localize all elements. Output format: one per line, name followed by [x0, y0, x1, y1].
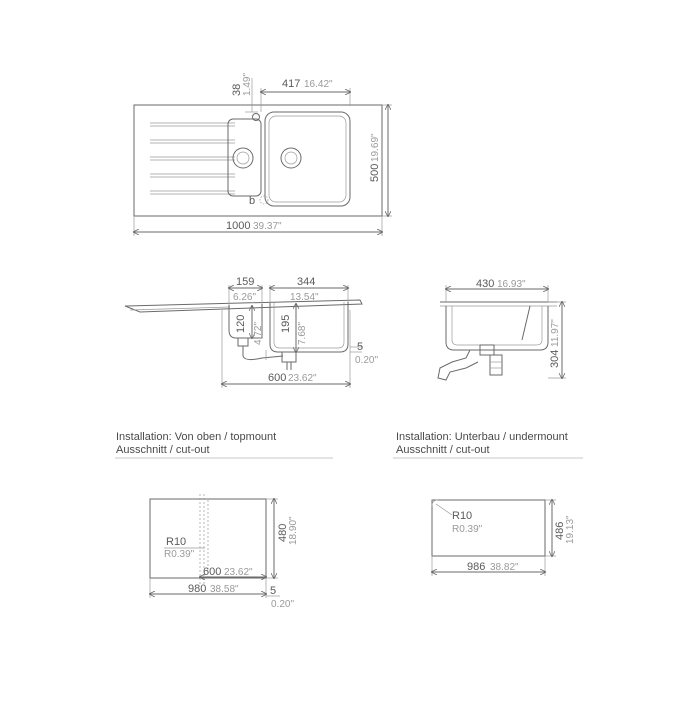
dim-38-inch: 1.49" — [242, 73, 253, 96]
dim-120-inch: 4.72" — [253, 322, 264, 345]
main-bowl — [264, 111, 351, 207]
tap-hole-a — [252, 113, 260, 121]
dim-417-inch: 16.42" — [304, 79, 333, 90]
dim-500-inch: 19.69" — [370, 133, 381, 162]
dim-986-mm: 986 — [467, 561, 485, 573]
radius-r039-under: R0.39" — [452, 524, 483, 535]
dim-500-mm: 500 — [369, 164, 381, 182]
cutout-undermount-rect — [431, 499, 546, 557]
tap-hole-b — [259, 195, 269, 205]
radius-r10: R10 — [166, 536, 186, 548]
install-undermount-line2: Ausschnitt / cut-out — [396, 444, 490, 456]
install-topmount-line1: Installation: Von oben / topmount — [116, 431, 277, 443]
small-bowl — [227, 118, 262, 197]
dim-159-inch: 6.26" — [233, 292, 256, 303]
top-view: b 38 1.49" 417 16.42" 500 19.69" 1000 39… — [134, 73, 392, 236]
dim-1000-inch: 39.37" — [253, 221, 282, 232]
dim-1000-mm: 1000 — [226, 220, 250, 232]
side-view-topmount: 159 6.26" 344 13.54" 120 4.72" 195 7.68"… — [124, 276, 378, 388]
sink-outline — [133, 104, 383, 217]
dim-600-mm: 600 — [268, 372, 286, 384]
dim-980-inch: 38.58" — [210, 584, 239, 595]
dim-38-mm: 38 — [231, 84, 243, 96]
dim-344-inch: 13.54" — [290, 292, 319, 303]
dim-195-inch: 7.68" — [297, 322, 308, 345]
dim-600-inch: 23.62" — [288, 373, 317, 384]
dim-159-mm: 159 — [236, 276, 254, 288]
dim-344-mm: 344 — [297, 276, 315, 288]
dim-600-cutout-inch: 23.62" — [224, 567, 253, 578]
dim-486-mm: 486 — [554, 522, 566, 540]
main-waste-fitting — [281, 351, 297, 363]
small-waste-fitting — [237, 337, 249, 347]
dim-986-inch: 38.82" — [490, 562, 519, 573]
drainer-grooves — [150, 122, 235, 195]
dim-5-mm: 5 — [357, 341, 363, 353]
cutout-topmount: R10 R0.39" 480 18.90" 600 23.62" 980 38.… — [150, 494, 299, 610]
radius-r10-under: R10 — [452, 510, 472, 522]
install-undermount-line1: Installation: Unterbau / undermount — [396, 431, 568, 443]
dim-430-inch: 16.93" — [497, 279, 526, 290]
main-bowl-profile — [269, 302, 349, 353]
install-topmount-heading: Installation: Von oben / topmount Aussch… — [116, 431, 276, 457]
small-bowl-drain — [232, 147, 254, 169]
install-undermount-heading: Installation: Unterbau / undermount Auss… — [396, 431, 568, 457]
dim-417-mm: 417 — [282, 78, 300, 90]
dim-600-cutout-mm: 600 — [203, 566, 221, 578]
main-bowl-drain — [280, 147, 302, 169]
dim-120-mm: 120 — [235, 315, 247, 333]
undermount-bowl-profile — [445, 306, 549, 351]
dim-195-mm: 195 — [280, 315, 292, 333]
dim-480-mm: 480 — [277, 524, 289, 542]
side-view-undermount: 430 16.93" 304 11.97" — [437, 278, 566, 381]
undermount-waste — [479, 344, 495, 356]
dim-430-mm: 430 — [476, 278, 494, 290]
dim-480-inch: 18.90" — [288, 516, 299, 545]
small-bowl-profile — [228, 304, 263, 339]
undermount-trap — [489, 354, 503, 376]
dim-304-inch: 11.97" — [550, 319, 561, 347]
radius-r039: R0.39" — [164, 549, 195, 560]
dim-304-mm: 304 — [549, 350, 561, 368]
tap-hole-b-label: b — [249, 195, 255, 207]
dim-486-inch: 19.13" — [565, 515, 576, 544]
dim-5-inch: 0.20" — [355, 355, 378, 366]
dim-980-mm: 980 — [188, 583, 206, 595]
dim-5-cutout-inch: 0.20" — [271, 599, 294, 610]
dim-5-cutout-mm: 5 — [270, 585, 276, 597]
cutout-undermount: R10 R0.39" 486 19.13" 986 38.82" — [432, 500, 576, 576]
install-topmount-line2: Ausschnitt / cut-out — [116, 444, 210, 456]
